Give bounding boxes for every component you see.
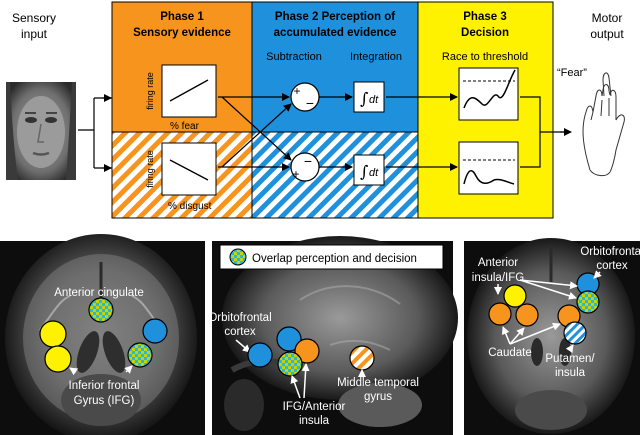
svg-text:−: − <box>304 153 312 169</box>
mid-ofc-arrow <box>235 339 251 353</box>
right-ofc-label-1: Orbitofrontal <box>580 246 640 258</box>
disgust-y-label: firing rate <box>145 150 155 188</box>
right-ifg-overlap-roi <box>127 342 153 368</box>
ifg-arrow-right <box>124 365 133 374</box>
mid-ofc-label-2: cortex <box>224 326 256 338</box>
mid-mtg-roi <box>349 345 375 371</box>
putamen-label-2: insula <box>555 367 586 379</box>
subtraction-node-disgust: − + <box>290 152 320 182</box>
left-ifg-roi-lower <box>44 345 72 373</box>
ifg-label-1: Inferior frontal <box>69 380 140 392</box>
phase2-title: Phase 2 Perception of <box>275 11 395 23</box>
hand-icon <box>582 72 625 177</box>
integral-dt-fear: dt <box>369 94 379 106</box>
integral-dt-disgust: dt <box>369 167 379 179</box>
caudate-arrow-3 <box>509 322 561 345</box>
mid-overlap-roi <box>277 351 303 377</box>
ai-arrow-3 <box>519 279 578 290</box>
legend-overlap: Overlap perception and decision <box>219 244 444 270</box>
phase3-title: Phase 3 <box>463 11 506 23</box>
mid-mtg-label-1: Middle temporal <box>337 377 419 389</box>
phase2-top-box <box>251 1 419 133</box>
mid-ifg-arrow-1 <box>290 375 301 399</box>
phase3-subtitle: Decision <box>461 27 509 39</box>
svg-text:∫: ∫ <box>360 89 368 108</box>
fear-y-label: firing rate <box>145 72 155 110</box>
mid-ifg-label-2: insula <box>299 415 330 427</box>
disgust-to-sub-fear <box>221 103 292 168</box>
race-label: Race to threshold <box>442 51 528 63</box>
right-ai-label-2: insula/IFG <box>472 272 524 284</box>
caudate-label: Caudate <box>488 347 531 359</box>
subtraction-label: Subtraction <box>266 51 322 63</box>
ifg-arrow-left <box>69 367 79 376</box>
putamen-label-1: Putamen/ <box>545 353 595 365</box>
fear-x-label: % fear <box>170 121 200 132</box>
svg-text:+: + <box>293 84 300 98</box>
coronal-brain-panel <box>0 234 205 435</box>
right-ofc-roi <box>142 318 168 344</box>
mid-ofc-roi <box>247 342 273 368</box>
mid-ofc-label-1: Orbitofrontal <box>208 312 271 324</box>
right-caudate-roi-left <box>488 302 512 326</box>
legend-overlap-label: Overlap perception and decision <box>252 253 417 265</box>
face-stimulus-image <box>6 82 76 180</box>
fear-response-label: “Fear” <box>557 67 587 79</box>
mid-blue-roi <box>276 326 302 352</box>
disgust-plot-line <box>169 159 209 181</box>
phase2-bottom-box <box>251 131 419 219</box>
fear-plot-line <box>169 79 209 102</box>
right-ai-yellow-roi <box>503 284 527 308</box>
motor-output-label-1: Motor <box>592 11 623 25</box>
caudate-arrow-2 <box>509 327 525 345</box>
sensory-input-label-2: input <box>21 27 48 41</box>
ifg-label-2: Gyrus (IFG) <box>74 395 135 407</box>
svg-text:+: + <box>292 167 299 181</box>
integral-box-fear: ∫ dt <box>353 81 385 113</box>
phase1-title: Phase 1 <box>160 11 204 23</box>
sensory-input-label-1: Sensory <box>12 11 56 25</box>
anterior-cingulate-roi <box>88 297 114 323</box>
right-overlap-roi <box>576 290 600 314</box>
phase1-subtitle: Sensory evidence <box>133 27 231 39</box>
right-ai-label-1: Anterior <box>478 257 518 269</box>
caudate-arrow-1 <box>501 326 511 345</box>
phase2-subtitle: accumulated evidence <box>274 27 397 39</box>
motor-output-label-2: output <box>590 27 624 41</box>
race-plot-disgust <box>458 141 519 195</box>
mid-mtg-label-2: gyrus <box>364 391 392 403</box>
right-putamen-roi <box>563 321 587 345</box>
integration-label: Integration <box>350 51 402 63</box>
race-plot-fear <box>458 67 519 121</box>
left-ifg-roi-upper <box>39 320 67 348</box>
putamen-arrow <box>565 344 574 354</box>
disgust-plot <box>161 142 217 196</box>
anterior-cingulate-label: Anterior cingulate <box>54 287 144 299</box>
svg-text:−: − <box>306 95 314 111</box>
input-branch-lines <box>78 97 112 169</box>
integral-box-disgust: ∫ dt <box>353 154 385 186</box>
fear-to-sub-disgust <box>221 96 292 161</box>
mid-ifg-arrow-2 <box>301 363 310 399</box>
ofc-arrow <box>593 270 602 279</box>
ai-arrow-2 <box>519 279 577 300</box>
right-ofc-label-2: cortex <box>596 260 628 272</box>
subtraction-node-fear: + − <box>290 82 320 112</box>
right-caudate-roi-mid <box>515 303 539 327</box>
disgust-x-label: % disgust <box>168 201 212 212</box>
mid-orange-roi <box>294 338 320 364</box>
svg-text:∫: ∫ <box>360 162 368 181</box>
mid-ifg-label-1: IFG/Anterior <box>283 401 346 413</box>
